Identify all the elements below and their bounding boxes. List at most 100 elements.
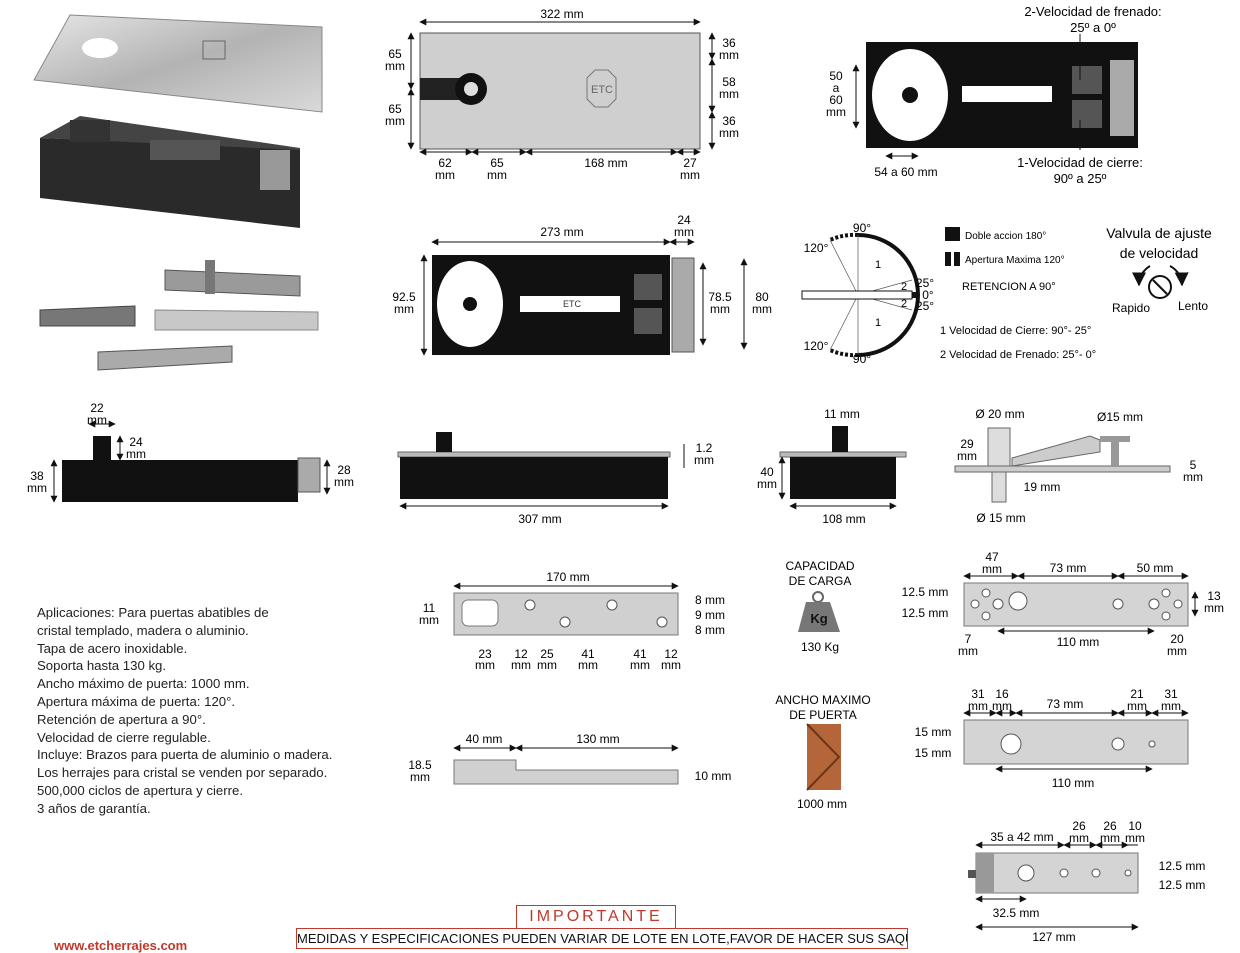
valve-slow: Lento	[1178, 299, 1208, 313]
a1-mm: mm	[419, 613, 439, 627]
sv-h-d: mm	[826, 105, 846, 119]
pv-5: 5	[1190, 458, 1197, 472]
b2-mm: mm	[1127, 699, 1147, 713]
a1-b41a: 41	[581, 647, 595, 661]
b2-15b: 15 mm	[915, 746, 952, 760]
sl2-12: 1.2	[696, 441, 713, 455]
legend-braking-speed: 2 Velocidad de Frenado: 25°- 0°	[940, 349, 1096, 361]
bt-end: 24	[677, 213, 691, 227]
bar1-drawing: 47 mm 73 mm 50 mm 12.5 mm 12.5 mm 13 mm …	[902, 550, 1224, 658]
door-title-1: ANCHO MAXIMO	[775, 693, 870, 707]
angle-90-top: 90°	[853, 221, 871, 235]
pv-19: 19 mm	[1024, 480, 1061, 494]
tp-b3: 168 mm	[584, 156, 627, 170]
angle-120-top: 120°	[804, 241, 829, 255]
sl-28: 28	[337, 463, 351, 477]
b1-mm: mm	[1167, 644, 1187, 658]
side-left-drawing: 22 mm 24 mm 38 mm 28 mm	[27, 401, 354, 503]
door-arms-photo	[39, 260, 319, 371]
b1-47: 47	[985, 550, 999, 564]
sl-mm: mm	[126, 447, 146, 461]
legend-closing-speed: 1 Velocidad de Cierre: 90°- 25°	[940, 325, 1091, 337]
angle-25-bot: 25°	[916, 299, 934, 313]
spec-line: Velocidad de cierre regulable.	[37, 729, 211, 745]
a1-h11: 11	[423, 601, 436, 615]
bt-h2: 78.5	[708, 290, 732, 304]
zone-1-top: 1	[875, 259, 881, 271]
tp-mm: mm	[719, 126, 739, 140]
body-top-drawing: 273 mm 24 mm 92.5 mm 78.5 mm 80 mm ETC	[392, 213, 772, 356]
a1-mm: mm	[661, 658, 681, 672]
ss-top: 11 mm	[824, 407, 860, 421]
b3-26a: 26	[1072, 819, 1086, 833]
pv-mm: mm	[1183, 470, 1203, 484]
b3-mm: mm	[1125, 831, 1145, 845]
sl-38: 38	[30, 469, 44, 483]
b3-mm: mm	[1100, 831, 1120, 845]
website-link[interactable]: www.etcherrajes.com	[54, 938, 188, 953]
tp-mm: mm	[385, 59, 405, 73]
a1-b12a: 12	[514, 647, 528, 661]
tp-left-top: 65	[388, 47, 402, 61]
spec-line: Soporta hasta 130 kg.	[37, 658, 167, 674]
tp-right-mid: 58	[722, 75, 736, 89]
ss-w: 108 mm	[822, 512, 865, 526]
a1-mm: mm	[511, 658, 531, 672]
sv-h-a: 50	[829, 69, 843, 83]
spec-line: Retención de apertura a 90°.	[37, 711, 206, 727]
tp-right-top: 36	[722, 36, 736, 50]
tp-mm: mm	[435, 168, 455, 182]
zone-2-bot: 2	[901, 298, 907, 310]
b2-31a: 31	[971, 687, 985, 701]
weight-kg-icon	[798, 602, 840, 632]
tp-mm: mm	[487, 168, 507, 182]
door-width-block: ANCHO MAXIMO DE PUERTA 1000 mm	[775, 693, 870, 811]
angle-diagram: 90° 120° 120° 90° 25° 0° 25° 1 1 2 2	[801, 221, 934, 366]
b1-mm: mm	[982, 562, 1002, 576]
legend-max-opening: Apertura Maxima 120°	[965, 255, 1065, 266]
b1-7: 7	[965, 632, 972, 646]
b3-125b: 12.5 mm	[1159, 878, 1206, 892]
a1-mm: mm	[537, 658, 557, 672]
sl2-mm: mm	[694, 453, 714, 467]
max-opening-swatch	[945, 252, 960, 266]
b3-10: 10	[1128, 819, 1142, 833]
valve-title-2: de velocidad	[1120, 245, 1199, 261]
tp-right-bot: 36	[722, 114, 736, 128]
speed-valve: Valvula de ajuste de velocidad Rapido Le…	[1106, 225, 1212, 315]
pv-29: 29	[960, 437, 974, 451]
bt-mm: mm	[394, 302, 414, 316]
angle-120-bot: 120°	[804, 339, 829, 353]
b1-125a: 12.5 mm	[902, 585, 949, 599]
b1-13: 13	[1207, 589, 1221, 603]
door-title-2: DE PUERTA	[789, 708, 857, 722]
sl2-len: 307 mm	[518, 512, 561, 526]
a1-r8b: 8 mm	[695, 623, 725, 637]
legend-double-action: Doble accion 180°	[965, 231, 1046, 242]
capacity-title-1: CAPACIDAD	[785, 559, 854, 573]
b3-125a: 12.5 mm	[1159, 859, 1206, 873]
b2-mm: mm	[992, 699, 1012, 713]
door-width-value: 1000 mm	[797, 797, 847, 811]
tp-mm: mm	[719, 87, 739, 101]
b3-mm: mm	[1069, 831, 1089, 845]
sl-24: 24	[129, 435, 143, 449]
tp-b2: 65	[490, 156, 504, 170]
braking-speed-title: 2-Velocidad de frenado:	[1024, 4, 1161, 19]
angle-0: 0°	[922, 288, 934, 302]
spec-line: Ancho máximo de puerta: 1000 mm.	[37, 676, 250, 692]
tp-width: 322 mm	[540, 7, 583, 21]
bt-mm: mm	[674, 225, 694, 239]
bt-mm: mm	[710, 302, 730, 316]
spec-line: 3 años de garantía.	[37, 800, 151, 816]
b1-110: 110 mm	[1057, 635, 1099, 649]
pivot-drawing: Ø 20 mm Ø15 mm 29 mm 5 mm 19 mm Ø 15 mm	[954, 407, 1203, 525]
sv-h-c: 60	[829, 93, 843, 107]
b3-325: 32.5 mm	[993, 906, 1040, 920]
door-icon	[807, 724, 841, 790]
b1-mm: mm	[1204, 601, 1224, 615]
capacity-value: 130 Kg	[801, 640, 839, 654]
a1-b23: 23	[478, 647, 492, 661]
b2-31b: 31	[1164, 687, 1178, 701]
capacity-title-2: DE CARGA	[789, 574, 852, 588]
